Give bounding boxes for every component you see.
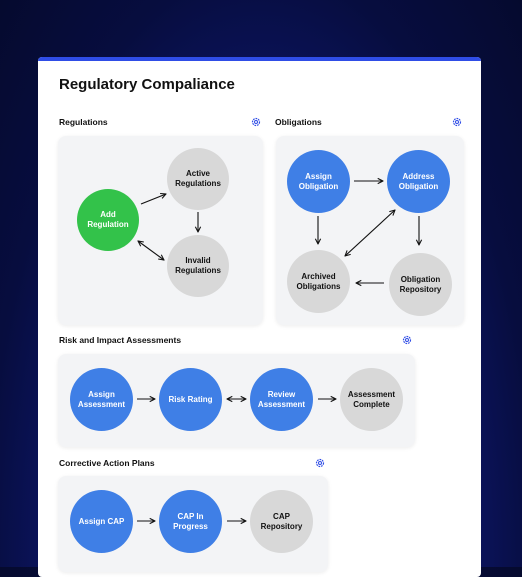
node-cap-in-progress[interactable]: CAP In Progress <box>159 490 222 553</box>
gear-icon[interactable] <box>314 457 326 469</box>
section-title-risk: Risk and Impact Assessments <box>59 335 182 345</box>
card-accent-bar <box>38 57 481 61</box>
node-address-obligation[interactable]: Address Obligation <box>387 150 450 213</box>
gear-icon[interactable] <box>401 334 413 346</box>
node-assign-obligation[interactable]: Assign Obligation <box>287 150 350 213</box>
node-review-assessment[interactable]: Review Assessment <box>250 368 313 431</box>
node-assessment-complete[interactable]: Assessment Complete <box>340 368 403 431</box>
section-title-obligations: Obligations <box>275 117 322 127</box>
section-title-cap: Corrective Action Plans <box>59 458 155 468</box>
node-archived-obligations[interactable]: Archived Obligations <box>287 250 350 313</box>
node-assign-assessment[interactable]: Assign Assessment <box>70 368 133 431</box>
gear-icon[interactable] <box>250 116 262 128</box>
node-assign-cap[interactable]: Assign CAP <box>70 490 133 553</box>
node-add-regulation[interactable]: Add Regulation <box>77 189 139 251</box>
node-invalid-regulations[interactable]: Invalid Regulations <box>167 235 229 297</box>
node-obligation-repository[interactable]: Obligation Repository <box>389 253 452 316</box>
node-risk-rating[interactable]: Risk Rating <box>159 368 222 431</box>
node-active-regulations[interactable]: Active Regulations <box>167 148 229 210</box>
section-title-regulations: Regulations <box>59 117 108 127</box>
gear-icon[interactable] <box>451 116 463 128</box>
regulatory-compliance-card: Regulatory Compaliance Regulations Add R… <box>38 57 481 577</box>
page-title: Regulatory Compaliance <box>59 76 235 93</box>
node-cap-repository[interactable]: CAP Repository <box>250 490 313 553</box>
